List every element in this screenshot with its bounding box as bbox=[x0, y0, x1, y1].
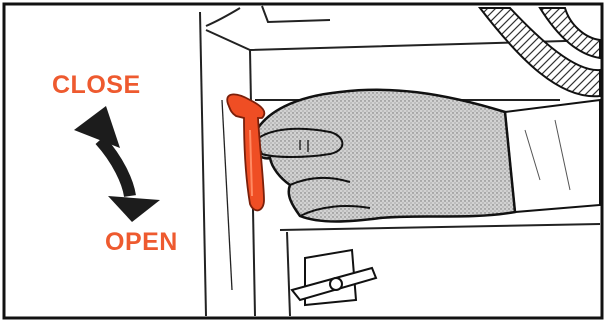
close-label: CLOSE bbox=[52, 73, 141, 98]
gloved-hand-icon bbox=[252, 90, 515, 222]
open-label: OPEN bbox=[105, 230, 178, 255]
sleeve bbox=[505, 100, 600, 212]
